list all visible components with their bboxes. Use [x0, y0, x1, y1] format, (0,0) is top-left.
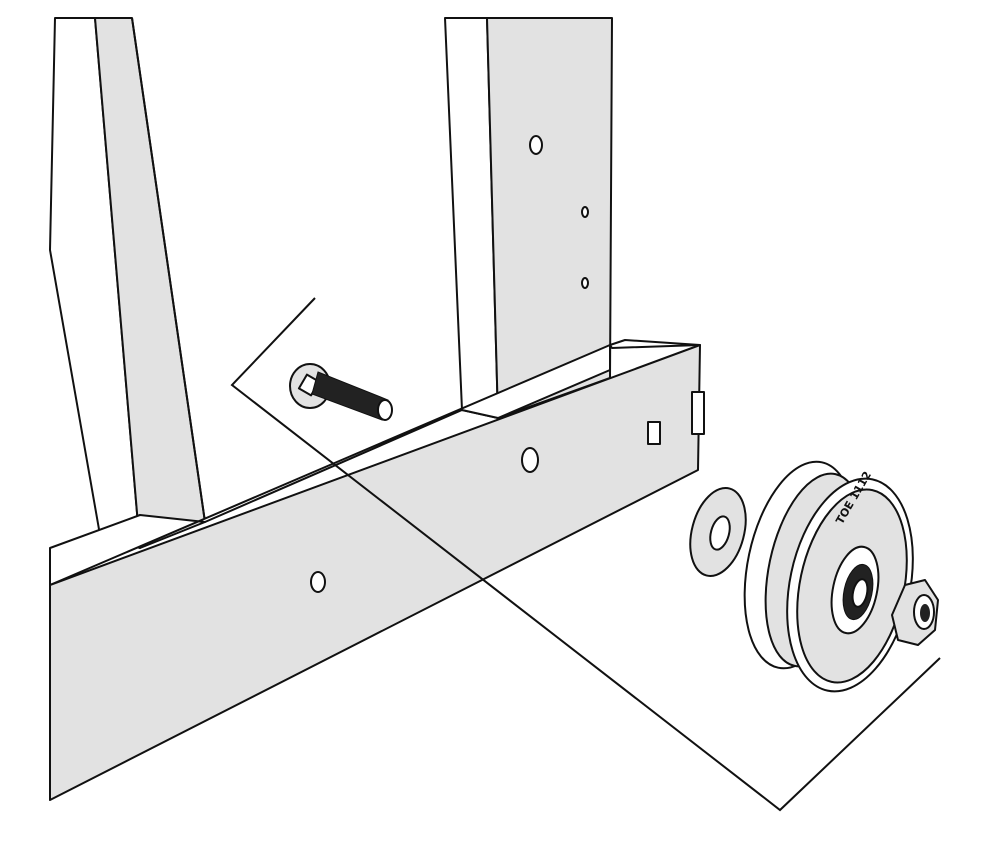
horizontal-beam — [49, 339, 705, 801]
bolt-hole — [310, 571, 326, 593]
hex-nut — [891, 579, 939, 646]
left-vertical-post — [49, 17, 206, 549]
bolt-hole — [529, 135, 543, 155]
callout-line — [230, 297, 941, 812]
screw-hole — [581, 206, 589, 218]
right-vertical-post — [444, 17, 613, 419]
washer — [689, 487, 747, 577]
end-bracket — [691, 391, 705, 435]
screw-hole — [581, 277, 589, 289]
carriage-bolt — [289, 363, 393, 421]
v-groove-wheel: TOE 1112 — [743, 460, 914, 693]
square-slot — [647, 421, 661, 445]
bolt-hole — [521, 447, 539, 473]
